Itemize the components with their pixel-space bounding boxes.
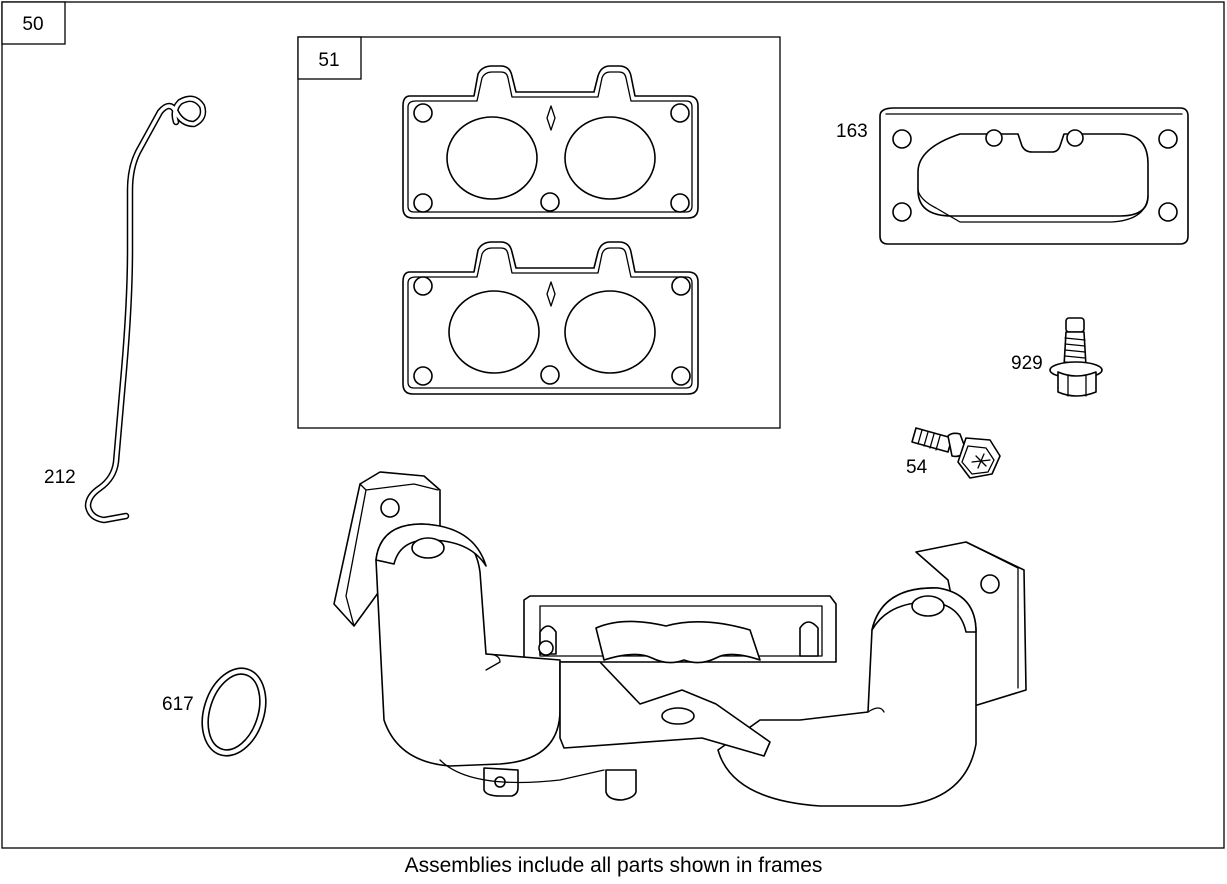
exhaust-gasket-upper xyxy=(402,65,699,219)
screw-929 xyxy=(1049,317,1103,397)
wire-rod-212 xyxy=(84,95,207,524)
part-label-212: 212 xyxy=(44,467,76,488)
part-label-929: 929 xyxy=(1011,353,1043,374)
seal-ring-617 xyxy=(201,667,267,757)
exhaust-manifold xyxy=(333,471,1027,807)
part-label-163: 163 xyxy=(836,121,868,142)
kit-number-box xyxy=(297,36,362,80)
screw-54 xyxy=(911,427,1001,479)
assembly-number: 50 xyxy=(22,14,43,35)
kit-number: 51 xyxy=(318,50,339,71)
exhaust-gasket-lower xyxy=(402,241,699,395)
part-label-54: 54 xyxy=(906,457,928,478)
assembly-number-box xyxy=(1,1,66,45)
kit-51-frame: 51 xyxy=(297,36,781,429)
exhaust-plate-163 xyxy=(879,107,1189,245)
frame-caption: Assemblies include all parts shown in fr… xyxy=(404,854,823,877)
assembly-frame xyxy=(1,1,1225,849)
part-label-617: 617 xyxy=(162,694,194,715)
